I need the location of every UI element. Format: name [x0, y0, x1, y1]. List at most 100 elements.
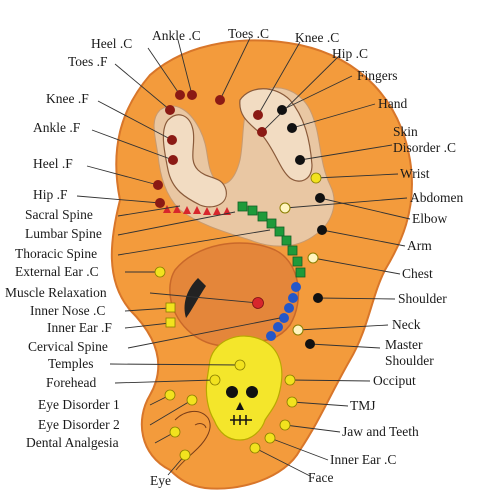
label-sacral-spine: Sacral Spine	[25, 207, 93, 222]
label-fingers: Fingers	[357, 68, 398, 83]
point-wrist	[310, 172, 322, 184]
label-occiput: Occiput	[373, 373, 416, 388]
point-tmj	[286, 396, 298, 408]
point-inner-ear-f	[165, 317, 176, 328]
spine-square	[237, 201, 248, 212]
label-elbow: Elbow	[412, 211, 447, 226]
label-knee-c: Knee .C	[295, 30, 339, 45]
spine-triangle	[163, 205, 171, 213]
label-chest: Chest	[402, 266, 433, 281]
label-temples: Temples	[48, 356, 94, 371]
skull-teeth	[230, 415, 252, 425]
cervical-spine-circles	[266, 282, 301, 341]
label-knee-f: Knee .F	[46, 91, 89, 106]
point-hand	[287, 123, 297, 133]
point-heel-c	[175, 90, 185, 100]
point-external-ear	[154, 266, 166, 278]
spine-square	[257, 211, 268, 222]
point-eye-disorder-2	[186, 394, 198, 406]
skull-figure	[205, 335, 283, 441]
label-disorder-c: Disorder .C	[393, 140, 456, 155]
spine-circle	[284, 303, 294, 313]
yellow-points	[154, 172, 322, 461]
ear-canal	[184, 278, 206, 318]
spine-circle	[266, 331, 276, 341]
label-lumbar-spine: Lumbar Spine	[25, 226, 102, 241]
label-tmj: TMJ	[350, 398, 376, 413]
point-eye	[179, 449, 191, 461]
spine-triangle	[213, 207, 221, 215]
label-inner-nose-c: Inner Nose .C	[30, 303, 105, 318]
label-toes-c: Toes .C	[228, 26, 269, 41]
label-external-ear-c: External Ear .C	[15, 264, 99, 279]
label-skin: Skin	[393, 124, 418, 139]
spine-square	[247, 205, 258, 216]
spine-square	[274, 226, 285, 237]
point-heel-f	[153, 180, 163, 190]
label-arm: Arm	[407, 238, 432, 253]
thoracic-spine-squares	[237, 201, 306, 278]
label-forehead: Forehead	[46, 375, 96, 390]
label-eye: Eye	[150, 473, 171, 488]
skull-nose	[236, 402, 244, 410]
point-arm	[317, 225, 327, 235]
point-toes-f	[165, 105, 175, 115]
spine-circle	[273, 322, 283, 332]
point-temples	[234, 359, 246, 371]
point-elbow	[315, 193, 325, 203]
label-heel-f: Heel .F	[33, 156, 73, 171]
spine-triangle	[193, 206, 201, 214]
point-ankle-c	[187, 90, 197, 100]
label-abdomen: Abdomen	[410, 190, 463, 205]
spine-circle	[279, 313, 289, 323]
label-hand: Hand	[378, 96, 407, 111]
point-jaw	[279, 419, 291, 431]
label-master-shoulder: Shoulder	[385, 353, 434, 368]
spine-triangle	[203, 207, 211, 215]
pointer-lines	[76, 37, 411, 477]
point-dental	[169, 426, 181, 438]
label-face: Face	[308, 470, 333, 485]
label-wrist: Wrist	[400, 166, 430, 181]
spine-triangle	[173, 205, 181, 213]
label-eye-disorder-2: Eye Disorder 2	[38, 417, 120, 432]
label-muscle-relaxation: Muscle Relaxation	[5, 285, 107, 300]
sacral-spine-triangles	[163, 205, 231, 215]
skull-eye-left	[226, 386, 238, 398]
label-master: Master	[385, 337, 423, 352]
label-toes-f: Toes .F	[68, 54, 108, 69]
point-chest	[307, 252, 319, 264]
label-jaw-and-teeth: Jaw and Teeth	[342, 424, 419, 439]
label-dental-analgesia: Dental Analgesia	[26, 435, 119, 450]
label-thoracic-spine: Thoracic Spine	[15, 246, 97, 261]
point-eye-disorder-1	[164, 389, 176, 401]
label-ankle-f: Ankle .F	[33, 120, 81, 135]
spine-square	[287, 245, 298, 256]
spine-square	[281, 235, 292, 246]
point-hip-f	[155, 198, 165, 208]
spine-circle	[291, 282, 301, 292]
point-hip-c	[257, 127, 267, 137]
hollow-points	[279, 202, 319, 336]
leg-outline	[162, 114, 227, 208]
label-cervical-spine: Cervical Spine	[28, 339, 108, 354]
point-muscle-relaxation	[252, 297, 264, 309]
point-inner-ear-c	[264, 432, 276, 444]
spine-square	[295, 267, 306, 278]
spine-circle	[288, 293, 298, 303]
label-ankle-c: Ankle .C	[152, 28, 201, 43]
skull-eye-right	[246, 386, 258, 398]
label-shoulder: Shoulder	[398, 291, 447, 306]
black-points	[277, 105, 327, 349]
point-toes-c	[215, 95, 225, 105]
dark-red-points	[153, 90, 267, 208]
label-inner-ear-f: Inner Ear .F	[47, 320, 112, 335]
point-forehead	[209, 374, 221, 386]
label-heel-c: Heel .C	[91, 36, 132, 51]
label-hip-c: Hip .C	[332, 46, 368, 61]
point-inner-nose	[165, 302, 176, 313]
spine-square	[266, 218, 277, 229]
point-fingers	[277, 105, 287, 115]
label-eye-disorder-1: Eye Disorder 1	[38, 397, 120, 412]
